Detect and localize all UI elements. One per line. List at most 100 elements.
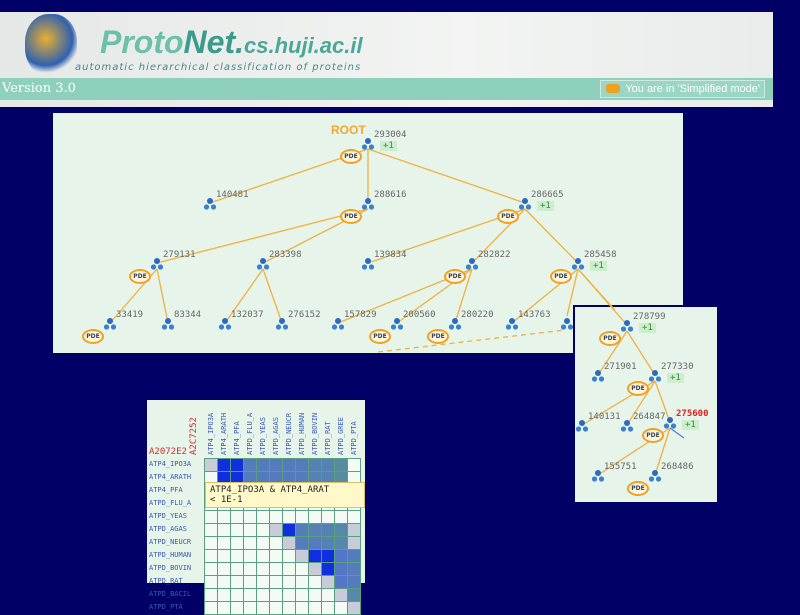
expand-plus-badge[interactable]: +1 <box>639 323 656 333</box>
matrix-col-label[interactable]: ATPD_AGAS <box>272 417 280 455</box>
matrix-cell[interactable] <box>296 589 308 601</box>
matrix-row-label[interactable]: ATPD_BOVIN <box>149 564 192 572</box>
cluster-id-label[interactable]: 279131 <box>163 250 196 260</box>
cluster-node-icon[interactable] <box>361 256 375 270</box>
cluster-id-label[interactable]: 155751 <box>604 462 637 472</box>
pde-badge[interactable]: PDE <box>550 269 572 284</box>
matrix-cell[interactable] <box>335 524 347 536</box>
cluster-node-icon[interactable] <box>275 316 289 330</box>
matrix-cell[interactable] <box>296 550 308 562</box>
matrix-row-label[interactable]: ATP4_ARATH <box>149 473 192 481</box>
matrix-cell[interactable] <box>335 511 347 523</box>
cluster-node-icon[interactable] <box>361 136 375 150</box>
cluster-node-icon[interactable] <box>518 196 532 210</box>
matrix-cell[interactable] <box>218 576 230 588</box>
matrix-cell[interactable] <box>205 576 217 588</box>
matrix-row-label[interactable]: ATPD_NEUCR <box>149 538 192 546</box>
matrix-cell[interactable] <box>322 550 334 562</box>
matrix-cell[interactable] <box>348 472 360 484</box>
matrix-col-label[interactable]: ATPD_BOVIN <box>311 412 319 455</box>
matrix-cell[interactable] <box>348 459 360 471</box>
cluster-node-icon[interactable] <box>390 316 404 330</box>
matrix-row-label[interactable]: ATPD_RAT <box>149 577 183 585</box>
cluster-id-label[interactable]: 157829 <box>344 310 377 320</box>
matrix-cell[interactable] <box>231 589 243 601</box>
matrix-cell[interactable] <box>218 459 230 471</box>
cluster-node-icon[interactable] <box>648 368 662 382</box>
cluster-id-label[interactable]: 140481 <box>216 190 249 200</box>
matrix-cell[interactable] <box>296 563 308 575</box>
matrix-cell[interactable] <box>205 550 217 562</box>
cluster-id-label[interactable]: 282822 <box>478 250 511 260</box>
matrix-cell[interactable] <box>205 511 217 523</box>
matrix-cell[interactable] <box>283 563 295 575</box>
matrix-cell[interactable] <box>309 459 321 471</box>
matrix-cell[interactable] <box>205 602 217 614</box>
cluster-node-icon[interactable] <box>560 316 574 330</box>
cluster-id-label[interactable]: 275600 <box>676 409 709 419</box>
expand-plus-badge[interactable]: +1 <box>380 141 397 151</box>
matrix-row-label[interactable]: ATP4_PFA <box>149 486 183 494</box>
matrix-cell[interactable] <box>309 602 321 614</box>
matrix-cell[interactable] <box>283 550 295 562</box>
matrix-cell[interactable] <box>218 563 230 575</box>
cluster-id-label[interactable]: 283398 <box>269 250 302 260</box>
matrix-cell[interactable] <box>257 602 269 614</box>
matrix-col-label[interactable]: ATPD_NEUCR <box>285 412 293 455</box>
matrix-cell[interactable] <box>218 537 230 549</box>
matrix-cell[interactable] <box>257 524 269 536</box>
cluster-node-icon[interactable] <box>571 256 585 270</box>
matrix-cell[interactable] <box>335 459 347 471</box>
matrix-cell[interactable] <box>205 472 217 484</box>
matrix-cell[interactable] <box>244 589 256 601</box>
cluster-node-icon[interactable] <box>218 316 232 330</box>
matrix-cell[interactable] <box>322 589 334 601</box>
matrix-cell[interactable] <box>309 511 321 523</box>
matrix-cell[interactable] <box>322 563 334 575</box>
cluster-node-icon[interactable] <box>465 256 479 270</box>
matrix-col-label[interactable]: ATPD_FLU_A <box>246 412 254 455</box>
matrix-cell[interactable] <box>244 511 256 523</box>
matrix-cell[interactable] <box>283 472 295 484</box>
matrix-row-label[interactable]: ATPD_PTA <box>149 603 183 611</box>
matrix-cell[interactable] <box>231 459 243 471</box>
pde-badge[interactable]: PDE <box>627 481 649 496</box>
matrix-cell[interactable] <box>296 576 308 588</box>
matrix-cell[interactable] <box>335 589 347 601</box>
matrix-cell[interactable] <box>322 576 334 588</box>
cluster-id-label[interactable]: 288616 <box>374 190 407 200</box>
cluster-id-label[interactable]: 139834 <box>374 250 407 260</box>
cluster-id-label[interactable]: 264847 <box>633 412 666 422</box>
matrix-cell[interactable] <box>218 524 230 536</box>
matrix-cell[interactable] <box>309 472 321 484</box>
matrix-cell[interactable] <box>335 537 347 549</box>
matrix-cell[interactable] <box>270 524 282 536</box>
matrix-cell[interactable] <box>244 602 256 614</box>
matrix-row-label[interactable]: ATP4_IPO3A <box>149 460 192 468</box>
matrix-cell[interactable] <box>257 459 269 471</box>
matrix-cell[interactable] <box>335 563 347 575</box>
matrix-cell[interactable] <box>348 602 360 614</box>
matrix-cell[interactable] <box>309 524 321 536</box>
matrix-cell[interactable] <box>283 524 295 536</box>
matrix-row-label[interactable]: ATPD_YEAS <box>149 512 187 520</box>
matrix-cell[interactable] <box>296 524 308 536</box>
matrix-cell[interactable] <box>231 537 243 549</box>
pde-badge[interactable]: PDE <box>599 331 621 346</box>
matrix-cell[interactable] <box>218 602 230 614</box>
matrix-cell[interactable] <box>309 563 321 575</box>
expand-plus-badge[interactable]: +1 <box>667 373 684 383</box>
matrix-cell[interactable] <box>231 511 243 523</box>
matrix-cell[interactable] <box>283 589 295 601</box>
matrix-cell[interactable] <box>257 537 269 549</box>
matrix-cell[interactable] <box>244 550 256 562</box>
cluster-id-label[interactable]: 280220 <box>461 310 494 320</box>
matrix-cell[interactable] <box>270 602 282 614</box>
cluster-id-label[interactable]: 286665 <box>531 190 564 200</box>
site-logo[interactable]: ProtoNet.cs.huji.ac.il <box>100 24 363 61</box>
expand-plus-badge[interactable]: +1 <box>682 420 699 430</box>
pde-badge[interactable]: PDE <box>129 269 151 284</box>
matrix-col-label[interactable]: ATPD_YEAS <box>259 417 267 455</box>
pde-badge[interactable]: PDE <box>642 428 664 443</box>
matrix-cell[interactable] <box>244 472 256 484</box>
